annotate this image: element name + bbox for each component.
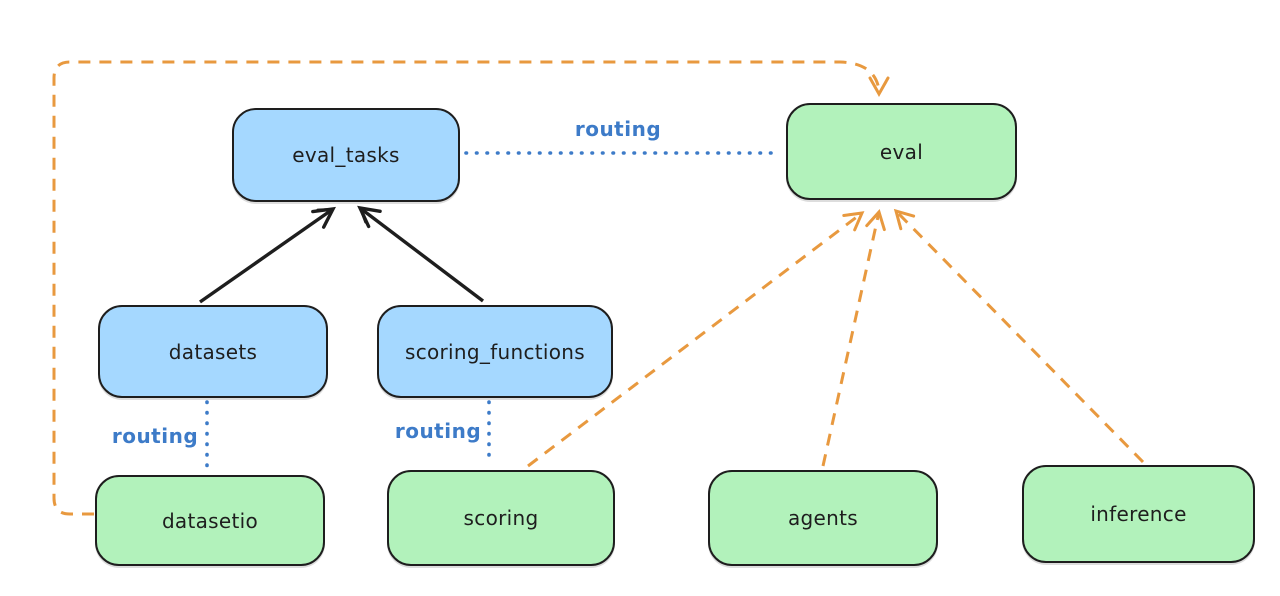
edge-inference-to-eval [893,208,1145,464]
edge-datasets-to-eval-tasks [199,206,336,304]
node-inference: inference [1022,465,1255,563]
node-scoring-functions-label: scoring_functions [404,339,586,364]
edge-label-routing-scoring-functions-scoring: routing [394,419,482,443]
node-scoring: scoring [387,470,615,566]
edge-agents-to-eval [821,209,886,467]
node-datasets-label: datasets [168,339,258,364]
edge-scoring-functions-to-eval-tasks [357,205,485,303]
node-eval-label: eval [879,139,924,164]
node-agents-label: agents [788,506,858,530]
node-eval-tasks: eval_tasks [232,108,460,202]
node-datasetio: datasetio [95,475,325,566]
node-inference-label: inference [1090,502,1187,526]
node-datasets: datasets [98,305,328,398]
node-agents: agents [708,470,938,566]
node-scoring-label: scoring [463,506,539,530]
node-eval: eval [786,103,1017,200]
edge-label-routing-datasets-datasetio: routing [111,424,199,448]
node-scoring-functions: scoring_functions [377,305,613,398]
edge-scoring-to-eval [527,211,865,468]
node-datasetio-label: datasetio [161,508,259,533]
edge-label-routing-eval-tasks-eval: routing [574,117,662,141]
node-eval-tasks-label: eval_tasks [292,143,400,167]
